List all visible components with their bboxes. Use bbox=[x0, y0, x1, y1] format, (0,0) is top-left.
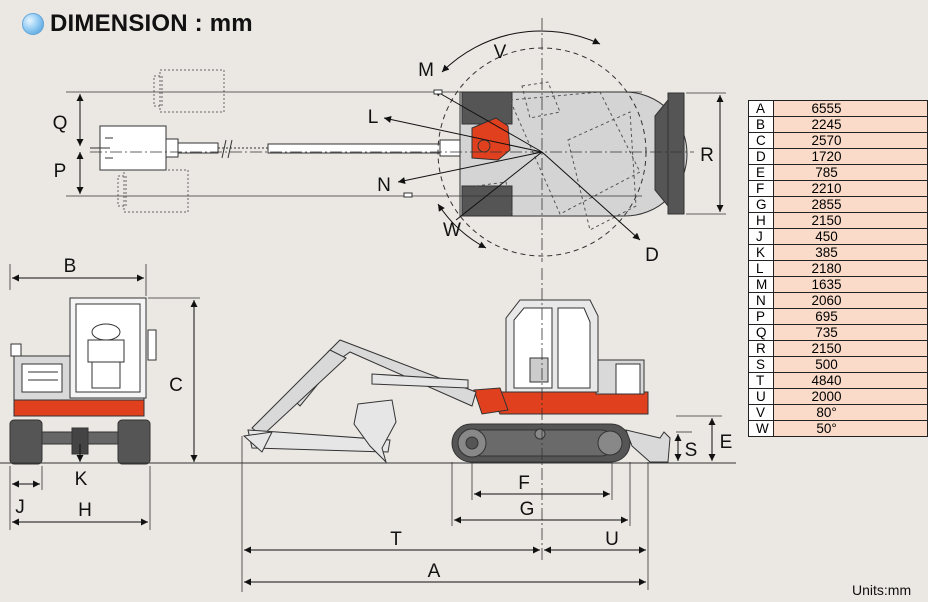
front-view bbox=[9, 264, 200, 530]
label-S: S bbox=[685, 440, 698, 461]
label-Q: Q bbox=[53, 113, 68, 134]
spec-value: 2150 bbox=[773, 340, 928, 357]
spec-key: E bbox=[747, 164, 775, 181]
spec-key: D bbox=[747, 148, 775, 165]
spec-value: 2150 bbox=[773, 212, 928, 229]
spec-value: 80° bbox=[773, 404, 928, 421]
spec-value: 4840 bbox=[773, 372, 928, 389]
spec-key: V bbox=[747, 404, 775, 421]
spec-value: 2855 bbox=[773, 196, 928, 213]
label-A: A bbox=[428, 561, 441, 582]
spec-value: 50° bbox=[773, 420, 928, 437]
spec-value: 385 bbox=[773, 244, 928, 261]
top-view bbox=[66, 18, 726, 262]
spec-key: L bbox=[747, 260, 775, 277]
spec-key: C bbox=[747, 132, 775, 149]
spec-key: G bbox=[747, 196, 775, 213]
label-R: R bbox=[700, 145, 714, 166]
spec-key: B bbox=[747, 116, 775, 133]
label-M: M bbox=[418, 60, 434, 81]
label-N: N bbox=[377, 175, 391, 196]
units-note: Units:mm bbox=[852, 582, 912, 598]
label-V: V bbox=[494, 42, 507, 63]
spec-key: K bbox=[747, 244, 775, 261]
spec-value: 450 bbox=[773, 228, 928, 245]
bullet-icon bbox=[22, 13, 44, 35]
spec-value: 785 bbox=[773, 164, 928, 181]
label-P: P bbox=[54, 161, 67, 182]
dimension-labels: B C K J H Q P M V L N W D R S E F G T U … bbox=[15, 42, 732, 582]
spec-value: 2180 bbox=[773, 260, 928, 277]
label-J: J bbox=[15, 497, 25, 518]
spec-value: 1635 bbox=[773, 276, 928, 293]
label-L: L bbox=[368, 107, 379, 128]
spec-value: 695 bbox=[773, 308, 928, 325]
label-C: C bbox=[169, 375, 183, 396]
spec-value: 2210 bbox=[773, 180, 928, 197]
spec-key: A bbox=[747, 100, 775, 117]
label-H: H bbox=[78, 500, 92, 521]
label-F: F bbox=[518, 473, 530, 494]
spec-key: Q bbox=[747, 324, 775, 341]
label-W: W bbox=[443, 220, 461, 241]
spec-key: M bbox=[747, 276, 775, 293]
spec-value: 2060 bbox=[773, 292, 928, 309]
spec-key: R bbox=[747, 340, 775, 357]
label-D: D bbox=[645, 245, 659, 266]
spec-value: 6555 bbox=[773, 100, 928, 117]
spec-value: 2570 bbox=[773, 132, 928, 149]
spec-key: N bbox=[747, 292, 775, 309]
spec-key: W bbox=[747, 420, 775, 437]
title-text: DIMENSION : mm bbox=[50, 10, 253, 37]
spec-key: H bbox=[747, 212, 775, 229]
side-view bbox=[241, 268, 722, 592]
page-title: DIMENSION : mm bbox=[22, 8, 253, 40]
spec-key: P bbox=[747, 308, 775, 325]
spec-key: T bbox=[747, 372, 775, 389]
spec-key: U bbox=[747, 388, 775, 405]
spec-value: 500 bbox=[773, 356, 928, 373]
spec-key: S bbox=[747, 356, 775, 373]
spec-value: 1720 bbox=[773, 148, 928, 165]
label-G: G bbox=[520, 499, 535, 520]
label-T: T bbox=[390, 529, 402, 550]
label-K: K bbox=[75, 469, 88, 490]
spec-key: J bbox=[747, 228, 775, 245]
spec-key: F bbox=[747, 180, 775, 197]
spec-value: 735 bbox=[773, 324, 928, 341]
spec-value: 2000 bbox=[773, 388, 928, 405]
spec-value: 2245 bbox=[773, 116, 928, 133]
label-U: U bbox=[605, 529, 619, 550]
label-E: E bbox=[720, 432, 733, 453]
label-B: B bbox=[64, 256, 77, 277]
